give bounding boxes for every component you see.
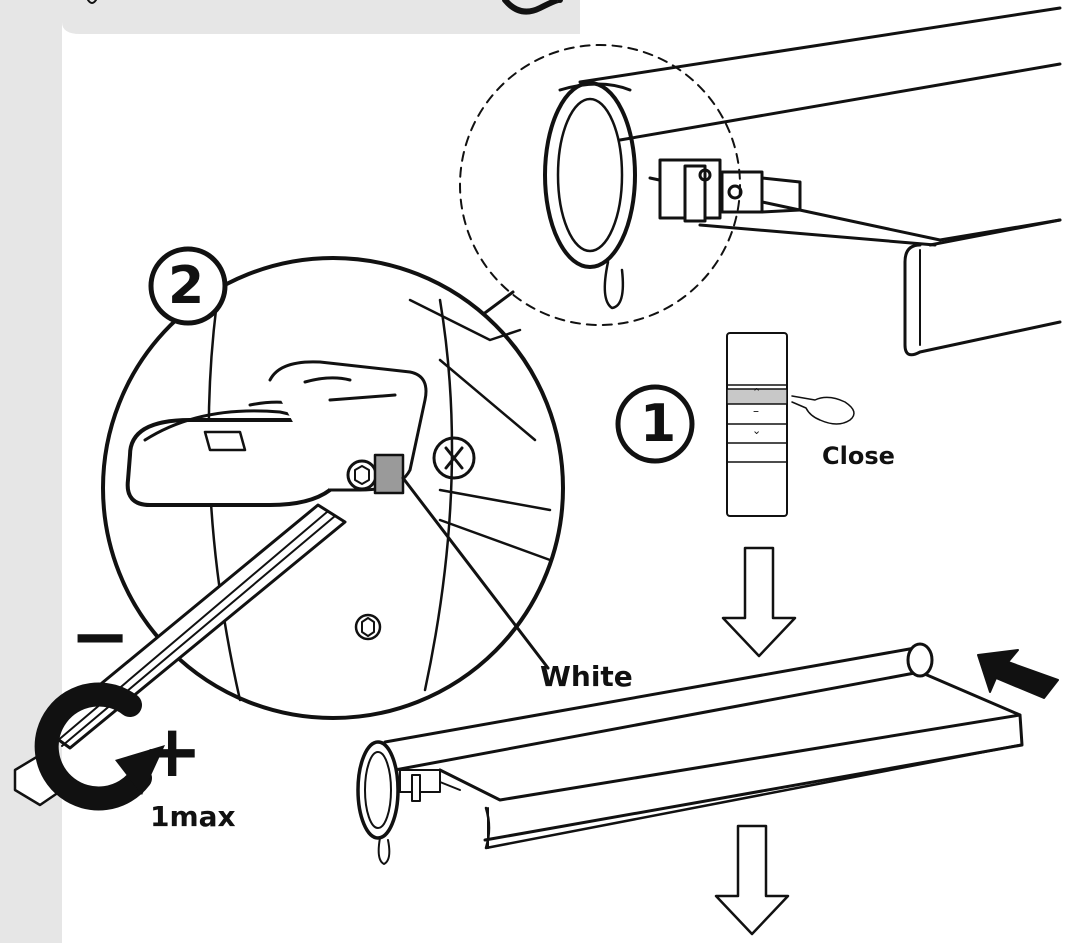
pointing-hand-icon bbox=[791, 395, 855, 425]
push-arrow-icon bbox=[977, 649, 1059, 699]
step-1-circle bbox=[615, 384, 695, 464]
left-margin-strip bbox=[0, 0, 62, 943]
blind-housing-large bbox=[543, 6, 1062, 357]
magnify-circle bbox=[459, 44, 741, 326]
step-2-circle bbox=[148, 246, 228, 326]
close-label: Close bbox=[822, 442, 895, 470]
previous-step-hook bbox=[87, 0, 97, 4]
remote-down-button: ⌄ bbox=[752, 424, 762, 437]
step-2-number: 2 bbox=[168, 256, 205, 316]
step-1-number: 1 bbox=[640, 394, 677, 454]
rotation-arrow-icon bbox=[34, 682, 165, 811]
plus-label: + bbox=[142, 709, 203, 793]
max-turns-label: 1max bbox=[150, 800, 236, 833]
white-label: White bbox=[540, 660, 633, 693]
white-leader-line bbox=[401, 476, 550, 670]
remote-stop-button: – bbox=[753, 404, 759, 418]
down-arrow-icon-2 bbox=[714, 824, 790, 936]
remote-control-icon bbox=[726, 332, 788, 517]
down-arrow-icon-1 bbox=[721, 546, 797, 658]
minus-label: − bbox=[70, 594, 131, 678]
blind-housing-small bbox=[356, 642, 1024, 865]
previous-step-panel bbox=[62, 0, 580, 34]
previous-step-knot bbox=[502, 0, 563, 15]
remote-up-button: ⌃ bbox=[752, 386, 762, 399]
